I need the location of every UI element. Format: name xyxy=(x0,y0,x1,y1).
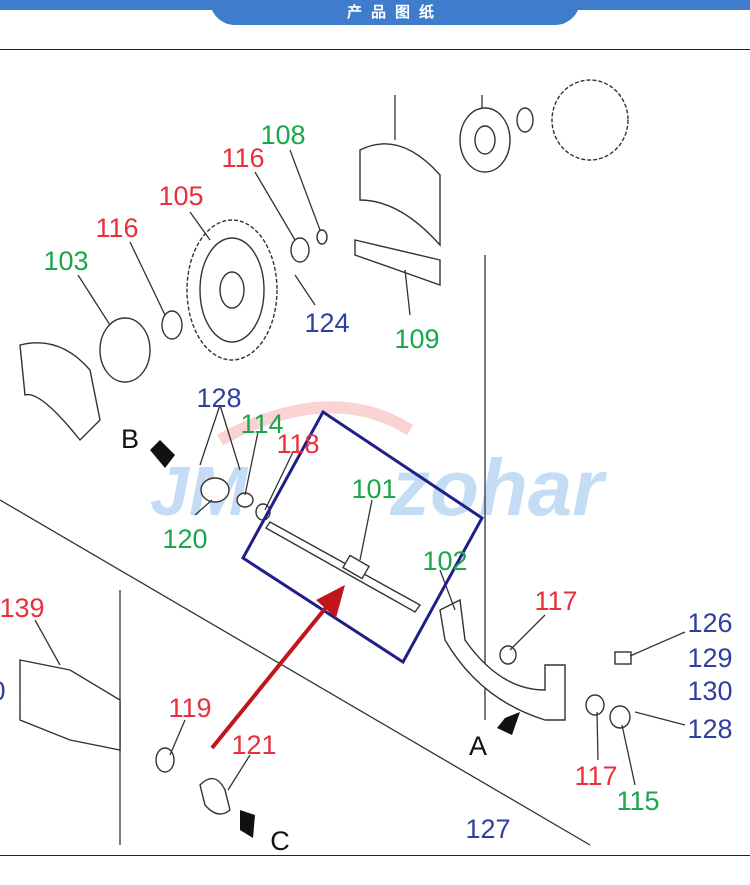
part-label: 109 xyxy=(394,324,439,354)
part-label: 124 xyxy=(304,308,349,338)
collar-114 xyxy=(236,492,254,508)
solenoid-139 xyxy=(19,659,121,751)
part-label: 128 xyxy=(196,383,241,413)
bearing-117-upper xyxy=(499,645,517,665)
part-label: 126 xyxy=(687,608,732,638)
screw-126 xyxy=(614,651,632,665)
watermark: JM zohar xyxy=(150,401,607,532)
sprocket-105 xyxy=(186,219,278,361)
top-divider xyxy=(0,49,750,50)
footer-blank xyxy=(0,856,750,885)
roller-119 xyxy=(155,747,175,773)
part-label: 127 xyxy=(465,814,510,844)
o-ring-108 xyxy=(316,229,328,245)
part-label: 0 xyxy=(0,676,6,706)
part-label: 117 xyxy=(574,761,617,791)
part-label: 114 xyxy=(240,409,283,439)
part-label: 102 xyxy=(422,546,467,576)
direction-arrow-a-icon xyxy=(497,712,520,735)
brake-band-109 xyxy=(354,143,441,286)
part-label: 105 xyxy=(158,181,203,211)
ring-segment xyxy=(19,342,101,442)
pointer-arrow-shaft xyxy=(210,603,330,750)
leader-lines xyxy=(34,149,686,791)
part-label: 117 xyxy=(534,586,577,616)
bearing-116-lower xyxy=(161,310,183,340)
collar-115 xyxy=(609,705,631,729)
part-label: 130 xyxy=(687,676,732,706)
view-label: C xyxy=(270,826,290,856)
part-label: 116 xyxy=(95,213,138,243)
bearing-116-upper xyxy=(290,237,310,263)
bearing-117-lower xyxy=(585,694,605,716)
pointer-arrow-head-icon xyxy=(316,585,345,618)
shaft-hub xyxy=(342,554,370,580)
plate-103 xyxy=(99,317,151,383)
header-title: 产品图纸 xyxy=(210,0,580,25)
bottom-divider xyxy=(0,855,750,856)
direction-arrow-c-icon xyxy=(240,810,255,838)
watermark-name: zohar xyxy=(389,443,607,532)
part-label: 128 xyxy=(687,714,732,744)
bracket-102 xyxy=(439,598,566,721)
cam-121 xyxy=(199,777,231,815)
direction-arrow-b-icon xyxy=(150,440,175,468)
sprocket-top xyxy=(459,79,629,173)
coupling-120 xyxy=(200,477,230,503)
view-label: B xyxy=(121,424,139,454)
part-label: 120 xyxy=(162,524,207,554)
part-label: 119 xyxy=(168,693,211,723)
view-label: A xyxy=(469,731,487,761)
part-label: 108 xyxy=(260,120,305,150)
part-label: 121 xyxy=(231,730,276,760)
part-label: 103 xyxy=(43,246,88,276)
part-label: 101 xyxy=(351,474,396,504)
part-labels: 108 116 105 116 103 124 109 128 114 118 … xyxy=(0,120,733,856)
part-label: 115 xyxy=(616,786,659,816)
part-label: 118 xyxy=(276,429,319,459)
part-label: 116 xyxy=(221,143,264,173)
part-label: 129 xyxy=(687,643,732,673)
highlight-box xyxy=(241,409,484,665)
part-label: 139 xyxy=(0,593,45,623)
